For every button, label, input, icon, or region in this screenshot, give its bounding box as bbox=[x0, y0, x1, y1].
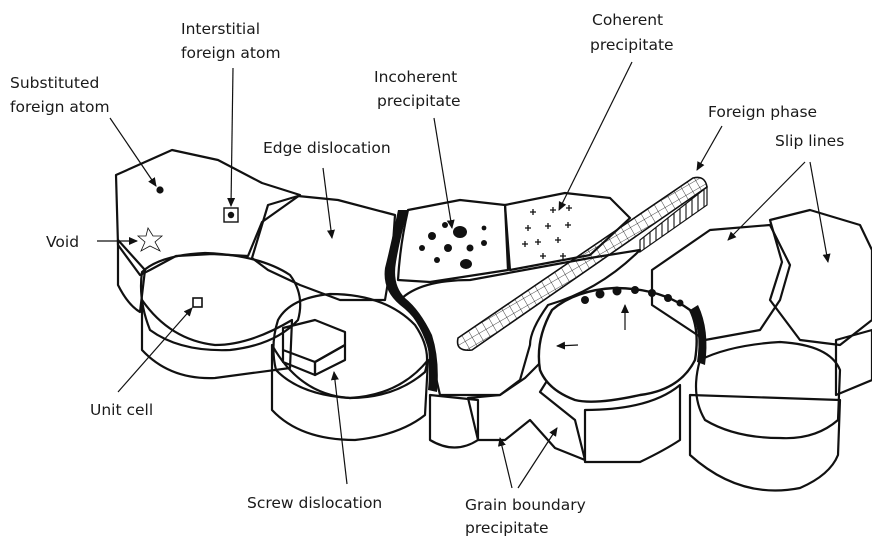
label-slip-lines: Slip lines bbox=[775, 132, 844, 150]
grain-edge-dislocation bbox=[252, 196, 395, 300]
label-substituted-2: foreign atom bbox=[10, 98, 110, 116]
grain-boundary-precipitate-grain bbox=[539, 286, 707, 402]
grain-side-wall bbox=[690, 395, 840, 491]
leader-edge bbox=[323, 168, 332, 238]
void-star bbox=[138, 228, 162, 251]
label-grain-boundary-1: Grain boundary bbox=[465, 496, 586, 514]
label-substituted-1: Substituted bbox=[10, 74, 99, 92]
grain-top-left bbox=[116, 150, 300, 275]
label-coherent-2: precipitate bbox=[590, 36, 674, 54]
leader-slip-right bbox=[810, 162, 828, 262]
leader-lines bbox=[97, 62, 828, 488]
label-foreign-phase: Foreign phase bbox=[708, 103, 817, 121]
interstitial-atom-marker bbox=[228, 212, 234, 218]
screw-step-side bbox=[315, 345, 345, 375]
label-interstitial-2: foreign atom bbox=[181, 44, 281, 62]
grain-side-wall bbox=[430, 395, 478, 448]
leader-interstitial bbox=[231, 68, 233, 206]
grain-unit-cell bbox=[141, 253, 300, 350]
leader-grain-boundary-1 bbox=[500, 438, 512, 488]
screw-step-front bbox=[283, 350, 315, 375]
label-edge-dislocation: Edge dislocation bbox=[263, 139, 391, 157]
label-unit-cell: Unit cell bbox=[90, 401, 153, 419]
coherent-particles bbox=[522, 205, 572, 259]
label-grain-boundary-2: precipitate bbox=[465, 519, 549, 536]
screw-step-block bbox=[283, 320, 345, 362]
leader-foreign-phase bbox=[697, 126, 722, 170]
unit-cell-marker bbox=[193, 298, 202, 307]
labels: Interstitial foreign atom Substituted fo… bbox=[10, 11, 844, 536]
label-screw-dislocation: Screw dislocation bbox=[247, 494, 382, 512]
leader-coherent bbox=[559, 62, 632, 210]
leader-incoherent bbox=[434, 118, 452, 228]
leader-grain-boundary-2 bbox=[518, 428, 557, 488]
label-interstitial-1: Interstitial bbox=[181, 20, 260, 38]
incoherent-particles bbox=[419, 222, 487, 269]
label-incoherent-2: precipitate bbox=[377, 92, 461, 110]
grain-incoherent bbox=[398, 200, 508, 282]
grain-side-wall bbox=[836, 330, 872, 395]
leader-unit-cell bbox=[118, 308, 192, 392]
left-grain-group bbox=[116, 150, 428, 440]
substituted-atom-marker bbox=[156, 186, 163, 193]
leader-screw bbox=[334, 372, 347, 484]
grain-side-wall bbox=[272, 345, 428, 440]
label-coherent-1: Coherent bbox=[592, 11, 663, 29]
leader-slip-left bbox=[728, 162, 805, 240]
grain-coherent bbox=[505, 193, 630, 270]
label-incoherent-1: Incoherent bbox=[374, 68, 457, 86]
label-void: Void bbox=[46, 233, 79, 251]
grain-slip-bottom bbox=[696, 342, 840, 438]
